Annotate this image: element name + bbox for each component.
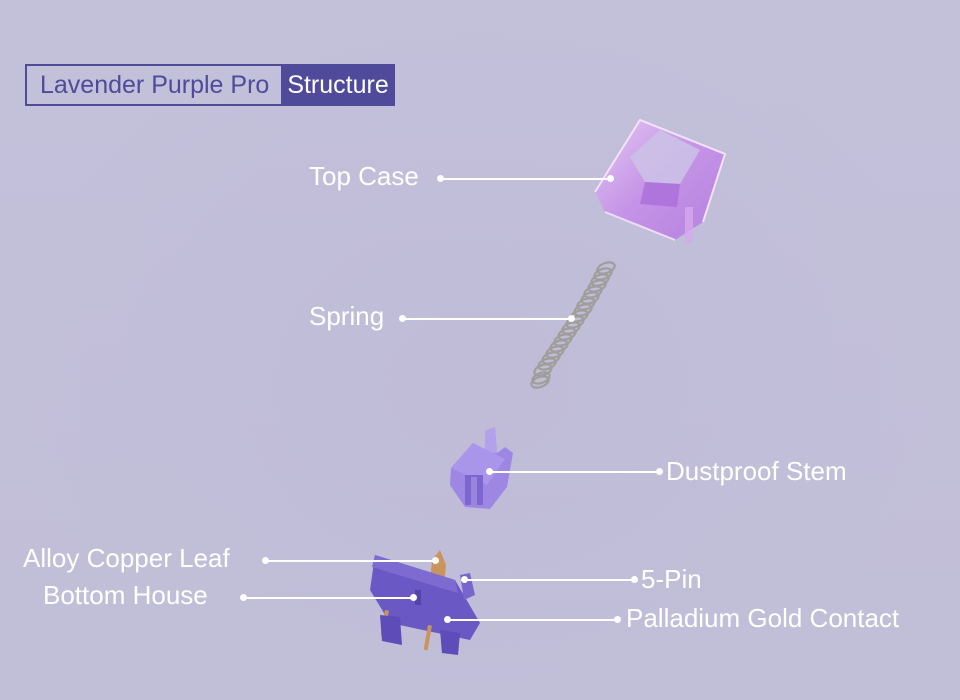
callout-dot [262, 557, 269, 564]
dustproof-stem-image [450, 427, 513, 509]
callout-dot [240, 594, 247, 601]
callout-dot [607, 175, 614, 182]
callout-dot [486, 468, 493, 475]
callout-dot [399, 315, 406, 322]
callout-dot [432, 557, 439, 564]
title-box: Lavender Purple Pro Structure [25, 64, 395, 106]
callout-line-dustproof-stem [490, 471, 660, 473]
callout-dot [410, 594, 417, 601]
product-name: Lavender Purple Pro [40, 71, 270, 99]
callout-label-top-case: Top Case [309, 161, 419, 191]
callout-dot [631, 576, 638, 583]
callout-label-palladium-gold-contact: Palladium Gold Contact [626, 603, 900, 633]
callout-label-spring: Spring [309, 301, 385, 331]
callout-dot [461, 576, 468, 583]
callout-line-alloy-copper-leaf [266, 560, 436, 562]
callout-line-palladium-gold-contact [448, 619, 618, 621]
callout-line-spring [403, 318, 573, 320]
callout-line-top-case [441, 178, 611, 180]
callout-line-5-pin [465, 579, 635, 581]
callout-dot [614, 616, 621, 623]
callout-dot [656, 468, 663, 475]
callout-label-bottom-house: Bottom House [43, 580, 208, 610]
callout-label-alloy-copper-leaf: Alloy Copper Leaf [23, 543, 230, 573]
bottom-house-image [370, 550, 480, 655]
section-title: Structure [281, 66, 393, 104]
spring-image [530, 261, 616, 389]
callout-label-5-pin: 5-Pin [641, 564, 702, 594]
callout-dot [437, 175, 444, 182]
callout-dot [444, 616, 451, 623]
top-case-image [594, 118, 727, 242]
callout-label-dustproof-stem: Dustproof Stem [666, 456, 847, 486]
callout-line-bottom-house [244, 597, 414, 599]
callout-dot [568, 315, 575, 322]
